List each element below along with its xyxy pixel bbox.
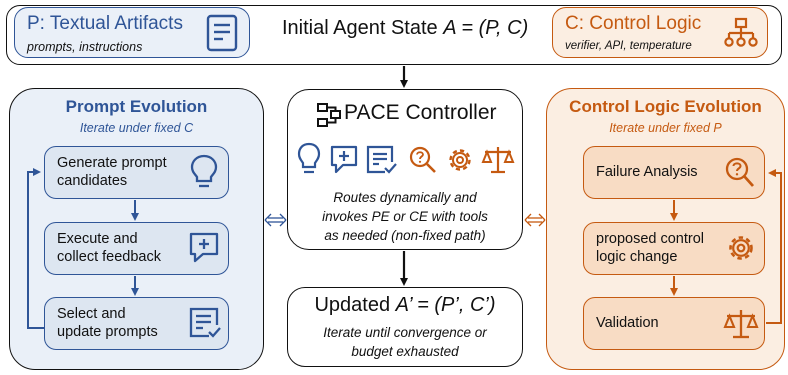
c-box-title: C: Control Logic [565,13,702,34]
left-bidirectional-arrow [264,213,287,227]
gear-icon [729,236,753,260]
right-bidirectional-arrow [524,213,546,227]
step-label: Failure Analysis [596,164,698,180]
scale-icon [723,310,759,339]
c-box-subtitle: verifier, API, temperature [565,40,692,52]
prompt-evolution-subtitle: Iterate under fixed C [79,121,194,135]
flow-icon [317,103,341,127]
checklist-icon [189,307,221,338]
checklist-icon [366,145,397,174]
lightbulb-icon [297,142,321,174]
hierarchy-icon [724,17,758,47]
initial-agent-state: Initial Agent State A = (P, C) [282,17,528,40]
control-logic-evolution-subtitle: Iterate under fixed P [609,121,722,135]
pace-controller-title: PACE Controller [344,101,497,124]
step-label: Validation [596,315,659,331]
updated-state-box: Updated A’ = (P’, C’) Iterate until conv… [287,287,523,367]
control-logic-evolution-title: Control Logic Evolution [569,97,762,116]
step-validation: Validation [583,297,765,350]
message-plus-icon [330,145,358,174]
p-box-subtitle: prompts, instructions [27,40,143,54]
lightbulb-icon [190,154,218,188]
scale-icon [481,147,515,174]
step-failure-analysis: Failure Analysis [583,146,765,199]
prompt-evolution-title: Prompt Evolution [65,97,208,116]
magnify-question-icon [409,146,436,173]
message-plus-icon [189,232,219,263]
updated-state-title: Updated A’ = (P’, C’) [314,294,496,316]
state-formula: A = (P, C) [443,17,529,39]
gear-icon [449,149,471,171]
document-icon [206,14,238,52]
p-box-title: P: Textual Artifacts [27,13,183,34]
p-textual-artifacts-box: P: Textual Artifacts prompts, instructio… [14,7,250,58]
c-control-logic-box: C: Control Logic verifier, API, temperat… [552,7,768,58]
magnify-question-icon [725,157,755,187]
state-label: Initial Agent State [282,17,444,39]
